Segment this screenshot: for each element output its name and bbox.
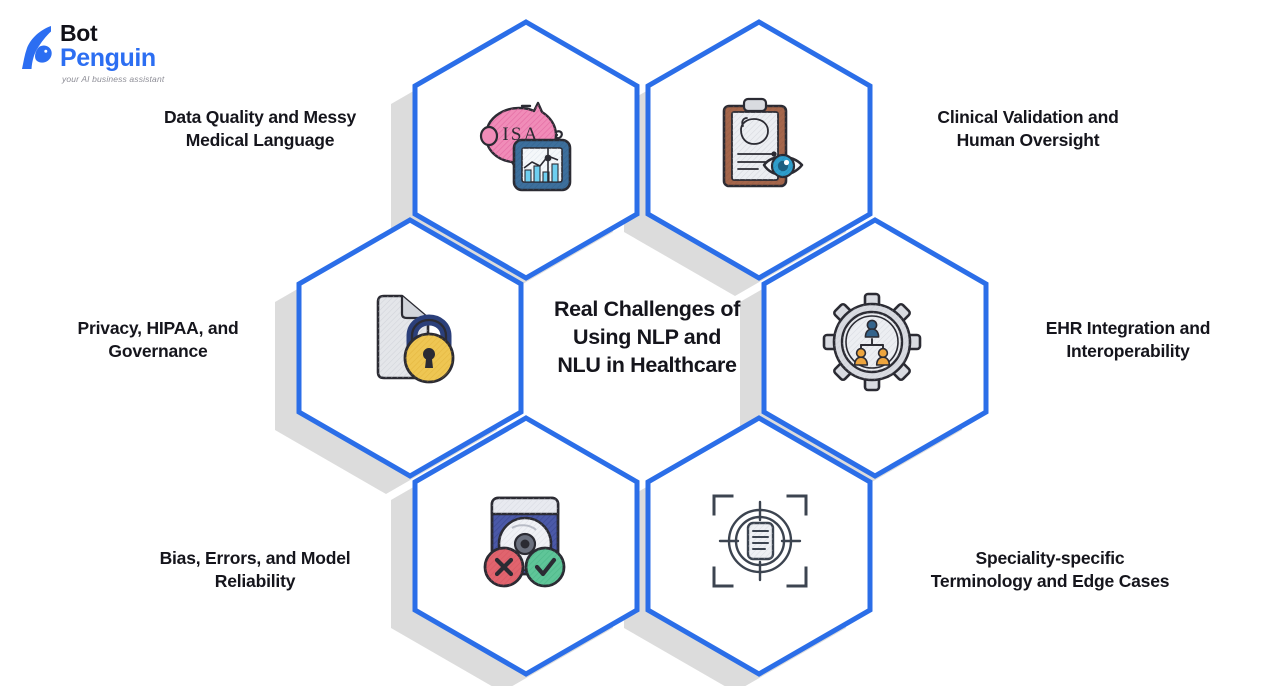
node-label-line-1: Privacy, HIPAA, and — [77, 318, 239, 338]
hex-bottom-right — [645, 415, 873, 677]
brand-wordmark: Bot Penguin — [60, 22, 156, 71]
hex-top-left — [412, 19, 640, 281]
piggy-bank-chart-icon: ISA — [472, 92, 584, 198]
node-label-line-1: EHR Integration and — [1045, 318, 1211, 338]
node-label-clinical-validation: Clinical Validation and Human Oversight — [878, 106, 1178, 153]
gear-hierarchy-icon — [822, 292, 922, 392]
center-title-line-2: Using NLP and — [573, 324, 721, 349]
hex-top-right — [645, 19, 873, 281]
hex-middle-left — [296, 217, 524, 479]
penguin-icon — [18, 25, 58, 71]
hex-outline-layer — [296, 19, 989, 677]
node-label-line-1: Clinical Validation and — [937, 107, 1119, 127]
node-label-ehr-integration: EHR Integration and Interoperability — [988, 317, 1268, 364]
document-lock-icon — [366, 284, 472, 388]
node-label-bias-errors: Bias, Errors, and Model Reliability — [105, 547, 405, 594]
node-label-speciality-terminology: Speciality-specific Terminology and Edge… — [898, 547, 1202, 594]
brand-name-line2: Penguin — [60, 44, 156, 72]
node-label-line-1: Data Quality and Messy — [163, 107, 357, 127]
center-title-line-3: NLU in Healthcare — [557, 352, 737, 377]
node-label-line-2: Interoperability — [1066, 341, 1190, 362]
node-label-line-2: Human Oversight — [956, 130, 1100, 151]
node-label-privacy-hipaa: Privacy, HIPAA, and Governance — [18, 317, 298, 364]
node-label-line-2: Medical Language — [185, 130, 335, 151]
brand-name-line1: Bot — [60, 20, 98, 46]
center-title: Real Challenges of Using NLP and NLU in … — [527, 296, 767, 380]
brand-tagline: your AI business assistant — [62, 74, 165, 84]
target-document-icon — [708, 490, 812, 592]
node-label-line-2: Terminology and Edge Cases — [930, 571, 1170, 592]
clipboard-eye-icon — [708, 92, 816, 198]
brand-logo[interactable]: Bot Penguin your AI business assistant — [18, 22, 188, 84]
node-label-line-2: Reliability — [214, 571, 296, 592]
node-label-data-quality: Data Quality and Messy Medical Language — [110, 106, 410, 153]
node-label-line-1: Bias, Errors, and Model — [159, 548, 351, 568]
center-title-line-1: Real Challenges of — [553, 297, 741, 321]
hex-bottom-left — [412, 415, 640, 677]
node-label-line-1: Speciality-specific — [975, 548, 1125, 568]
node-label-line-2: Governance — [108, 341, 208, 362]
disc-check-cross-icon — [470, 488, 582, 594]
hex-middle-right — [761, 217, 989, 479]
